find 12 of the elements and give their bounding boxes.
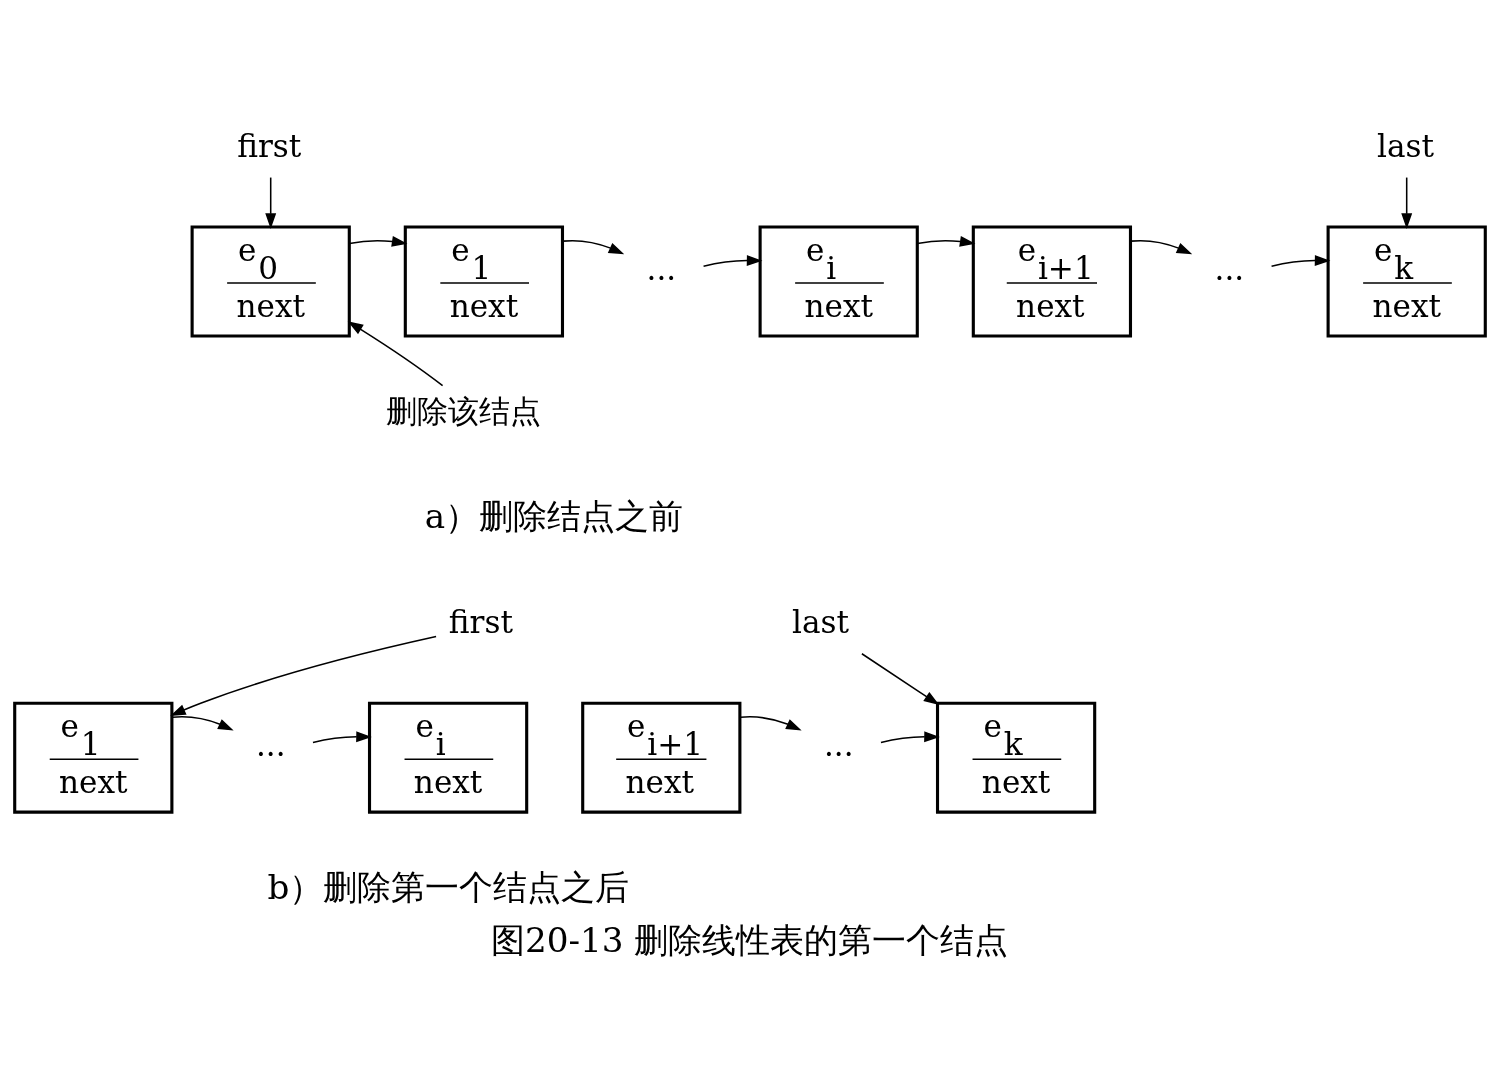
node-text: last [1377,127,1435,164]
node-text: ··· [646,259,677,296]
node-text: first [448,603,513,640]
node-text: ··· [1214,259,1245,296]
node-text: ··· [823,735,854,772]
node-text: 删除该结点 [385,392,541,429]
label: b）删除第一个结点之后 [267,866,630,907]
node-text: first [237,127,302,164]
node-text: last [792,603,849,640]
node-text: ··· [255,735,286,772]
label: a）删除结点之前 [424,495,684,536]
caption: 图20-13 删除线性表的第一个结点 [490,919,1009,960]
